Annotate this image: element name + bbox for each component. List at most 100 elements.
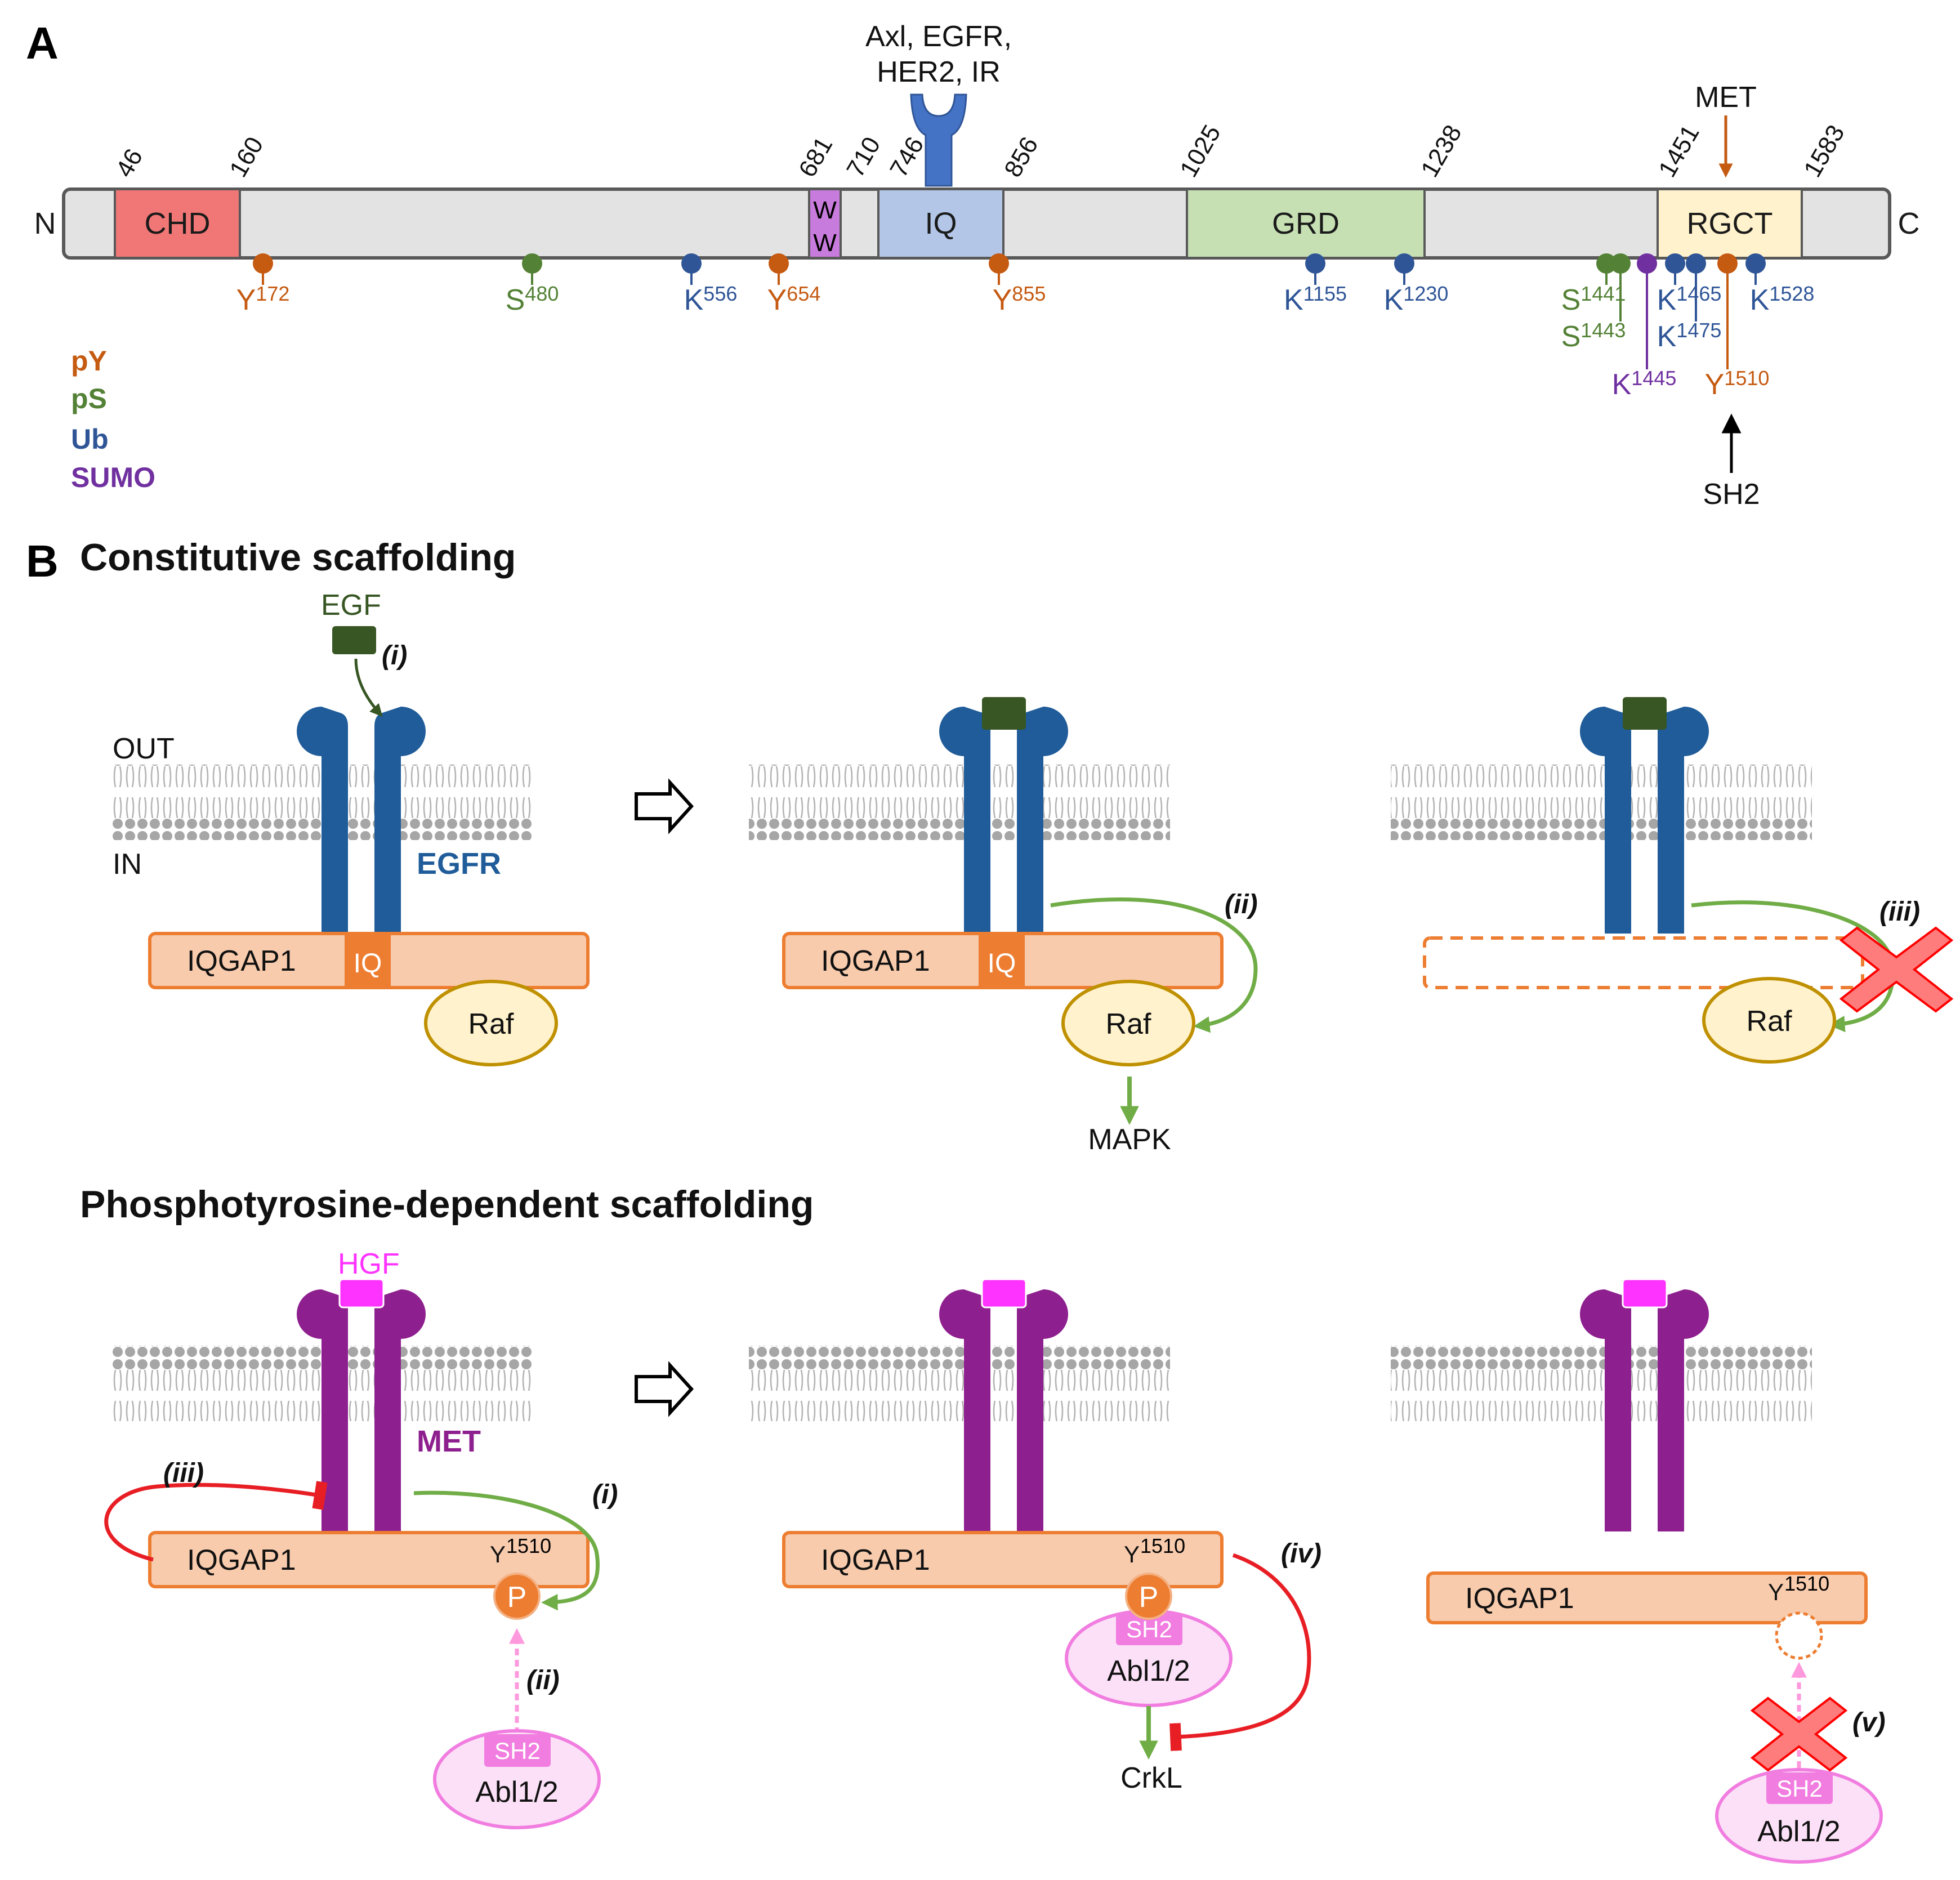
site-label: Y1510 [1705, 367, 1770, 401]
abl-label-p2: Abl1/2 [1107, 1655, 1190, 1687]
y-num-p2: 1510 [1140, 1534, 1185, 1557]
sh2-label-p3: SH2 [1776, 1775, 1823, 1802]
met-interaction-label: MET [1695, 81, 1757, 114]
iqgap1-label-c1: IQGAP1 [187, 945, 296, 977]
sh2-label-p1: SH2 [494, 1738, 541, 1764]
y-num-p1: 1510 [506, 1534, 551, 1557]
site-label: K1155 [1284, 282, 1347, 316]
abl-p1 [433, 1729, 601, 1829]
abl-label-p1: Abl1/2 [475, 1776, 558, 1808]
p-label-p2: P [1139, 1581, 1159, 1614]
egf-label: EGF [321, 589, 381, 622]
grd-label: GRD [1272, 207, 1340, 240]
ww-label-2: W [813, 229, 837, 257]
site-marker-ps [1596, 253, 1617, 274]
site-marker-py [1717, 253, 1738, 274]
site-label: S1443 [1561, 319, 1626, 353]
in-label: IN [113, 848, 142, 881]
site-label: Y172 [236, 282, 290, 316]
iqgap1-label-c2: IQGAP1 [821, 945, 930, 977]
abl-p3 [1715, 1768, 1883, 1864]
egfr-receptor-c2 [939, 707, 1068, 934]
site-label: Y855 [993, 282, 1046, 316]
iq-motif-c2 [979, 934, 1025, 988]
site-label: S1441 [1561, 282, 1626, 316]
step-iii-c: (iii) [1879, 897, 1920, 927]
egfr-to-raf-arrow [1050, 897, 1258, 1033]
membrane-p2 [749, 1346, 1170, 1421]
phospho-title: Phosphotyrosine-dependent scaffolding [80, 1183, 814, 1226]
blocked-cross-c3 [1839, 926, 1954, 1013]
site-marker-sumo [1637, 253, 1657, 274]
iqgap1-label-p2: IQGAP1 [821, 1544, 930, 1577]
rgct-label: RGCT [1687, 207, 1773, 240]
site-label: K1465 [1657, 282, 1722, 316]
rgct-domain [1657, 188, 1803, 259]
iq-label-c1: IQ [354, 949, 382, 979]
sh2-domain-p3 [1766, 1772, 1833, 1804]
position-1583: 1583 [1798, 120, 1850, 182]
position-856: 856 [999, 132, 1043, 182]
site-marker-py [989, 253, 1009, 274]
position-46: 46 [110, 144, 148, 182]
position-746: 746 [885, 132, 929, 182]
abl-label-p3: Abl1/2 [1757, 1815, 1840, 1848]
blocked-cross-p3 [1750, 1696, 1848, 1772]
iq-label: IQ [925, 207, 957, 240]
step-iii-p: (iii) [163, 1458, 204, 1488]
position-1451: 1451 [1653, 120, 1704, 182]
legend-ps: pS [71, 383, 107, 414]
y-res-p3: Y [1768, 1579, 1784, 1605]
site-marker-py [769, 253, 789, 274]
iq-label-c2: IQ [988, 949, 1016, 979]
met-receptor-p1 [297, 1289, 426, 1531]
modification-legend: pY pS Ub SUMO [71, 345, 155, 493]
hgf-ligand-p1 [338, 1278, 385, 1309]
chd-domain [114, 188, 241, 259]
ww-label-1: W [813, 197, 837, 224]
step-iv-p: (iv) [1281, 1539, 1321, 1569]
iq-motif-c1 [345, 934, 391, 988]
raf-c1 [424, 980, 558, 1066]
legend-sumo: SUMO [71, 462, 155, 493]
out-label: OUT [113, 733, 175, 765]
step-ii-c: (ii) [1225, 890, 1258, 919]
membrane-c2 [749, 765, 1170, 840]
y-num-p3: 1510 [1784, 1572, 1829, 1595]
site-label: K1230 [1384, 282, 1449, 316]
egfr-receptor-c1 [297, 707, 426, 934]
egfr-receptor-c3 [1580, 707, 1709, 934]
legend-py: pY [71, 345, 107, 377]
position-710: 710 [841, 132, 886, 182]
raf-c3 [1702, 977, 1836, 1064]
site-marker-ub [1686, 253, 1706, 274]
receptor-icon [910, 93, 967, 187]
hgf-ligand-p2 [981, 1278, 1027, 1309]
y-res-p2: Y [1124, 1541, 1140, 1568]
receptor-list-line1: Axl, EGFR, [865, 20, 1012, 53]
site-marker-ub [1394, 253, 1414, 274]
egfr-label: EGFR [417, 847, 501, 881]
site-marker-py [253, 253, 273, 274]
site-marker-ub [681, 253, 702, 274]
ww-domain [808, 188, 842, 259]
grd-domain [1186, 188, 1426, 259]
egf-binding-arrow [354, 658, 383, 717]
egf-bound-c2 [982, 697, 1026, 730]
chd-label: CHD [145, 207, 211, 240]
egf-bound-c3 [1623, 697, 1667, 730]
site-label: K1475 [1657, 319, 1722, 353]
membrane-p3 [1391, 1346, 1812, 1421]
site-marker-ub [1665, 253, 1685, 274]
step-v-p: (v) [1852, 1708, 1886, 1738]
site-label: K1528 [1750, 282, 1815, 316]
transition-arrow-p [635, 1361, 694, 1417]
step-i-p: (i) [592, 1480, 618, 1510]
site-label: Y654 [767, 282, 821, 316]
c-terminus: C [1898, 207, 1920, 240]
iqgap1-p2 [782, 1531, 1224, 1588]
hgf-label: HGF [338, 1248, 400, 1280]
met-receptor-p2 [939, 1289, 1068, 1531]
unphosphorylated-y1510-p3 [1775, 1611, 1823, 1660]
